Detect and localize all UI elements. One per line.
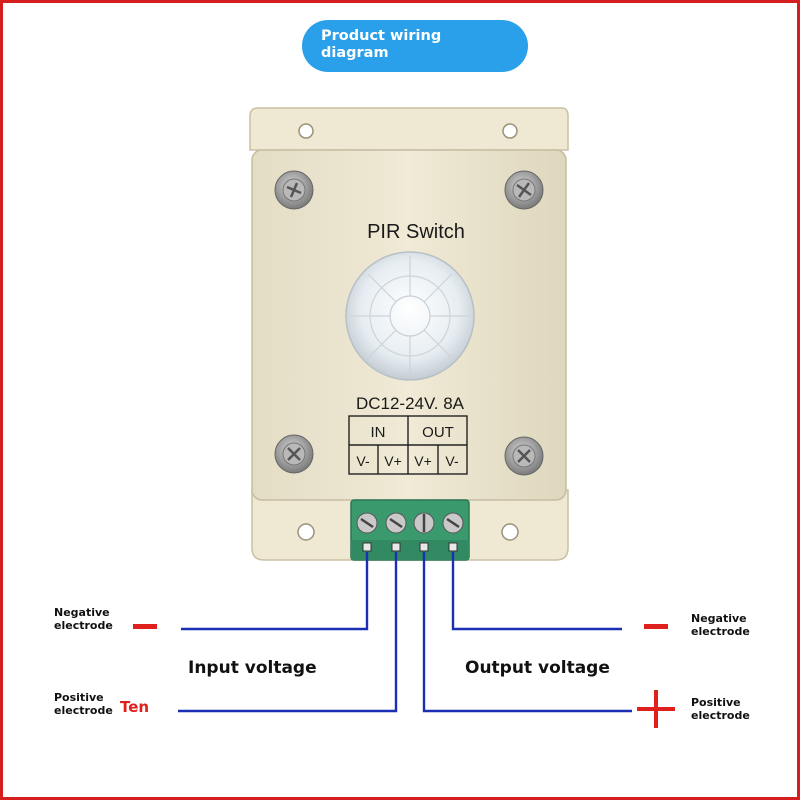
terminal-screw-icon [356, 512, 378, 534]
title-line-2: diagram [321, 45, 389, 61]
terminal-screw-icon [385, 512, 407, 534]
screw-icon [504, 170, 544, 210]
terminal-sockets [362, 542, 458, 552]
wires [178, 552, 632, 713]
wire-output-negative [451, 552, 622, 631]
device-rating: DC12-24V. 8A [356, 394, 465, 413]
title-line-1: Product wiring [321, 28, 442, 44]
output-negative-label: Negative electrode [691, 612, 750, 638]
mount-hole-top-right [502, 123, 518, 139]
input-positive-label: Positive electrode [54, 691, 113, 717]
screw-icon [504, 436, 544, 476]
terminal-screw-icon [413, 512, 435, 534]
input-negative-label: Negative electrode [54, 606, 113, 632]
plus-icon [637, 690, 675, 728]
screw-icon [274, 170, 314, 210]
pir-lens-icon [345, 251, 475, 381]
input-voltage-title: Input voltage [188, 658, 317, 678]
terminal-screw-icon [442, 512, 464, 534]
terminal-label: V- [445, 453, 459, 469]
wire-input-positive [178, 552, 398, 713]
output-voltage-title: Output voltage [465, 658, 610, 678]
terminal-label: V+ [414, 453, 432, 469]
mount-hole-bottom-right [501, 523, 519, 541]
out-label: OUT [422, 424, 454, 441]
terminal-block [350, 499, 470, 561]
minus-icon [133, 624, 157, 629]
minus-icon [644, 624, 668, 629]
mounting-plate-top [249, 107, 569, 151]
device-name: PIR Switch [367, 221, 465, 243]
terminal-label-table [348, 415, 468, 475]
in-label: IN [371, 424, 386, 441]
title-badge: Product wiring diagram [302, 20, 528, 72]
input-positive-symbol: Ten [120, 698, 150, 716]
wire-output-positive [422, 552, 632, 713]
mount-hole-top-left [298, 123, 314, 139]
mount-hole-bottom-left [297, 523, 315, 541]
screw-icon [274, 434, 314, 474]
terminal-label: V+ [384, 453, 402, 469]
output-positive-label: Positive electrode [691, 696, 750, 722]
terminal-label: V- [356, 453, 370, 469]
wire-input-negative [181, 552, 369, 631]
